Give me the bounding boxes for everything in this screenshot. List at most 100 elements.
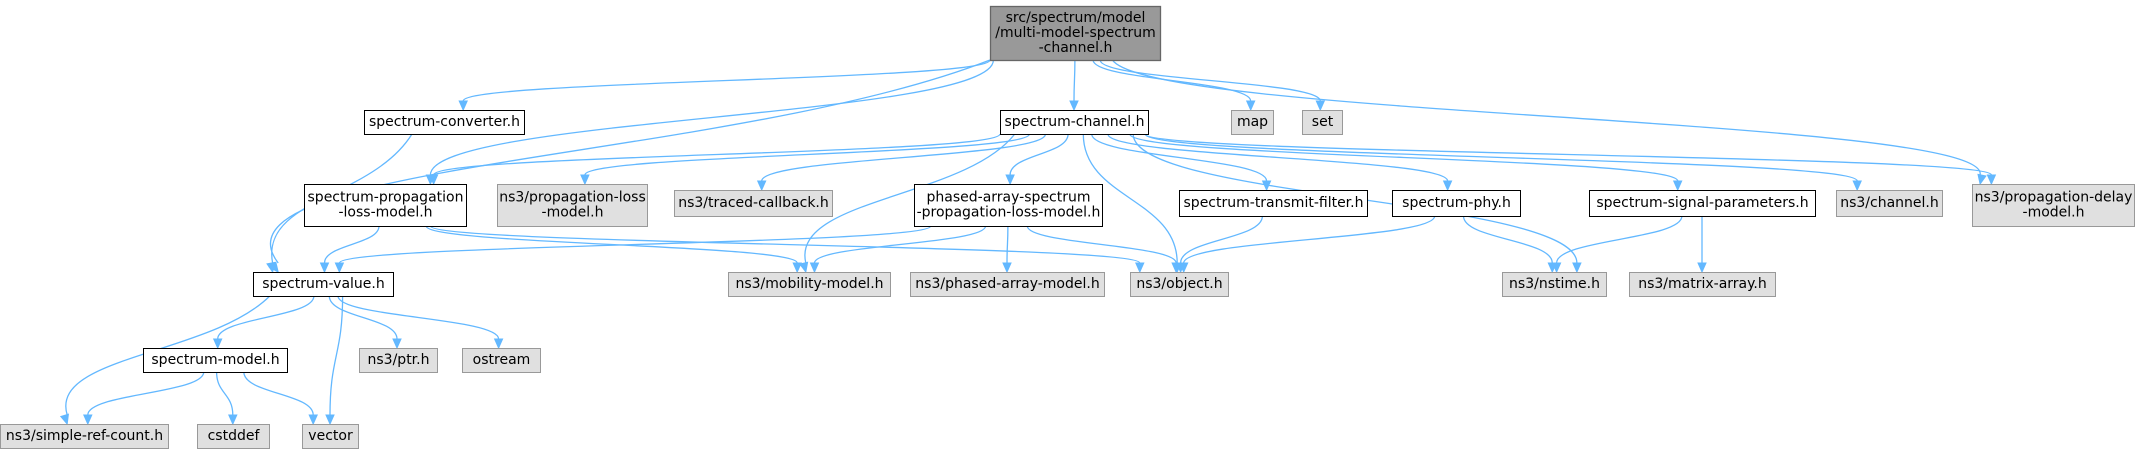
edge-arrowhead-spectrum-propagation-loss-model-to-spectrum-value [319,262,330,274]
node-label-map-line-0: map [1237,114,1268,130]
node-label-ostream-line-0: ostream [473,352,531,368]
node-box-ns3-propagation-loss-model [497,184,648,227]
node-spectrum-phy[interactable]: spectrum-phy.h [1392,190,1521,217]
edge-phased-array-spectrum-propagation-loss-model-to-ns3-object [1026,225,1177,264]
edge-spectrum-phy-to-ns3-object [1183,215,1436,264]
node-box-ns3-propagation-delay-model [1972,184,2135,227]
edge-arrowhead-spectrum-model-to-cstddef [228,414,238,426]
node-spectrum-channel[interactable]: spectrum-channel.h [1000,110,1149,135]
node-label-spectrum-converter-line-0: spectrum-converter.h [369,114,520,130]
edge-root-to-ns3-propagation-delay-model [1111,59,1981,176]
edge-arrowhead-spectrum-value-to-spectrum-model [212,338,223,350]
edge-spectrum-propagation-loss-model-to-spectrum-value [323,225,380,264]
node-box-spectrum-channel [1000,110,1149,135]
node-ostream: ostream [462,348,541,373]
node-box-ns3-matrix-array [1629,272,1776,297]
edge-spectrum-value-to-ostream [337,295,500,340]
edge-arrowhead-spectrum-value-to-ns3-ptr [392,338,402,350]
edge-phased-array-spectrum-propagation-loss-model-to-ns3-mobility-model [813,225,987,264]
node-box-cstddef [197,424,270,449]
edge-spectrum-model-to-cstddef [215,371,234,416]
node-box-ns3-mobility-model [728,272,891,297]
node-spectrum-value[interactable]: spectrum-value.h [253,272,394,297]
nodes-layer: src/spectrum/model/multi-model-spectrum-… [0,5,2135,449]
node-box-ns3-nstime [1502,272,1607,297]
node-label-ns3-object-line-0: ns3/object.h [1136,276,1222,292]
edge-arrowhead-spectrum-model-to-ns3-simple-ref-count [83,414,93,426]
node-box-phased-array-spectrum-propagation-loss-model [914,184,1103,227]
node-box-map [1231,110,1274,135]
node-label-cstddef-line-0: cstddef [208,428,261,444]
edge-spectrum-channel-to-ns3-channel [1144,133,1858,182]
node-phased-array-spectrum-propagation-loss-model[interactable]: phased-array-spectrum-propagation-loss-m… [914,184,1103,227]
node-box-spectrum-transmit-filter [1179,190,1368,217]
node-label-root-line-0: src/spectrum/model [1006,10,1146,26]
node-ns3-object: ns3/object.h [1130,272,1229,297]
edge-spectrum-channel-to-spectrum-transmit-filter [1091,133,1268,182]
node-box-spectrum-converter [364,110,525,135]
edge-spectrum-value-to-spectrum-model [217,295,315,340]
node-ns3-mobility-model: ns3/mobility-model.h [728,272,891,297]
edge-arrowhead-spectrum-propagation-loss-model-to-ns3-mobility-model [792,262,802,274]
node-box-spectrum-propagation-loss-model [304,184,467,227]
node-label-ns3-mobility-model-line-0: ns3/mobility-model.h [735,276,883,292]
node-label-phased-array-spectrum-propagation-loss-model-line-1: -propagation-loss-model.h [917,205,1101,221]
node-cstddef: cstddef [197,424,270,449]
edge-arrowhead-spectrum-channel-to-ns3-nstime [1572,262,1582,274]
edge-spectrum-channel-to-phased-array-spectrum-propagation-loss-model [1009,133,1069,176]
node-label-spectrum-value-line-0: spectrum-value.h [262,276,385,292]
edge-spectrum-model-to-vector [243,371,314,416]
node-label-ns3-propagation-loss-model-line-0: ns3/propagation-loss [499,190,646,206]
edge-spectrum-channel-to-ns3-object [1082,133,1178,264]
node-spectrum-signal-parameters[interactable]: spectrum-signal-parameters.h [1589,190,1816,217]
node-label-ns3-phased-array-model-line-0: ns3/phased-array-model.h [915,276,1099,292]
node-ns3-propagation-loss-model: ns3/propagation-loss-model.h [497,184,648,227]
node-ns3-phased-array-model: ns3/phased-array-model.h [910,272,1105,297]
node-spectrum-transmit-filter[interactable]: spectrum-transmit-filter.h [1179,190,1368,217]
node-box-ns3-simple-ref-count [0,424,169,449]
edge-spectrum-propagation-loss-model-to-ns3-object [429,225,1141,264]
node-ns3-propagation-delay-model: ns3/propagation-delay-model.h [1972,184,2135,227]
node-label-spectrum-phy-line-0: spectrum-phy.h [1402,195,1511,211]
node-ns3-ptr: ns3/ptr.h [359,348,438,373]
edge-spectrum-channel-to-spectrum-signal-parameters [1129,133,1679,182]
edge-arrowhead-spectrum-channel-to-ns3-mobility-model [798,261,809,274]
edge-arrowhead-spectrum-converter-to-spectrum-value [266,261,276,274]
edge-spectrum-signal-parameters-to-ns3-nstime [1555,215,1683,264]
edge-spectrum-channel-to-spectrum-phy [1107,133,1449,182]
node-label-ns3-matrix-array-line-0: ns3/matrix-array.h [1638,276,1767,292]
node-label-ns3-propagation-delay-model-line-1: -model.h [2023,205,2085,221]
edge-root-to-spectrum-channel [1073,59,1076,102]
node-label-spectrum-channel-line-0: spectrum-channel.h [1004,114,1144,130]
node-box-set [1302,110,1343,135]
node-box-spectrum-value [253,272,394,297]
node-spectrum-model[interactable]: spectrum-model.h [143,348,288,373]
node-label-set-line-0: set [1312,114,1334,130]
node-box-vector [302,424,359,449]
node-box-root [989,5,1162,62]
node-spectrum-propagation-loss-model[interactable]: spectrum-propagation-loss-model.h [304,184,467,227]
node-label-ns3-ptr-line-0: ns3/ptr.h [368,352,430,368]
edge-arrowhead-spectrum-value-to-ns3-simple-ref-count [59,413,69,426]
edge-arrowhead-spectrum-channel-to-ns3-channel [1852,180,1862,192]
edge-spectrum-phy-to-ns3-nstime [1462,215,1553,264]
edge-arrowhead-root-to-set [1315,100,1326,112]
edge-spectrum-value-to-ns3-ptr [328,295,398,340]
node-label-ns3-traced-callback-line-0: ns3/traced-callback.h [678,195,829,211]
node-box-ns3-object [1130,272,1229,297]
node-root[interactable]: src/spectrum/model/multi-model-spectrum-… [989,5,1162,62]
node-ns3-simple-ref-count: ns3/simple-ref-count.h [0,424,169,449]
edge-spectrum-channel-to-ns3-propagation-loss-model [584,133,1031,176]
node-label-vector-line-0: vector [308,428,353,444]
edge-spectrum-channel-to-ns3-mobility-model [804,133,1016,264]
node-box-ns3-phased-array-model [910,272,1105,297]
node-spectrum-converter[interactable]: spectrum-converter.h [364,110,525,135]
edge-root-to-set [1099,59,1321,102]
edge-arrowhead-spectrum-channel-to-ns3-propagation-loss-model [580,174,590,186]
node-label-ns3-simple-ref-count-line-0: ns3/simple-ref-count.h [6,428,163,444]
edge-phased-array-spectrum-propagation-loss-model-to-ns3-phased-array-model [1006,225,1009,264]
edge-spectrum-value-to-ns3-simple-ref-count [65,295,271,416]
node-ns3-channel: ns3/channel.h [1836,190,1943,217]
edge-root-to-spectrum-converter [462,59,991,102]
